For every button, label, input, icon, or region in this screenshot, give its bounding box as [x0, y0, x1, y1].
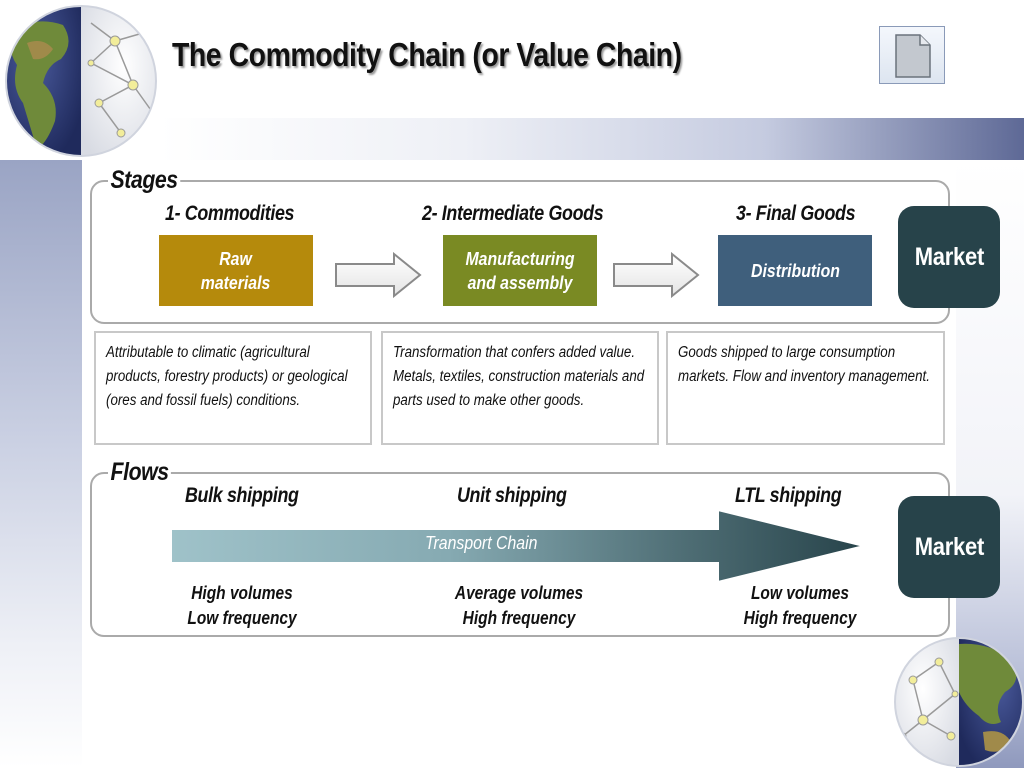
flow-heading-bulk: Bulk shipping [185, 484, 299, 507]
flow-note-bulk: High volumes Low frequency [165, 581, 320, 631]
flow-heading-unit: Unit shipping [457, 484, 567, 507]
globe-icon [894, 637, 1024, 767]
flow-note-bulk-frequency: Low frequency [187, 608, 297, 628]
manufacturing-box: Manufacturing and assembly [443, 235, 597, 306]
flow-note-unit-volume: Average volumes [454, 583, 584, 603]
description-intermediate: Transformation that confers added value.… [393, 344, 645, 409]
arrow-right-icon [335, 252, 422, 298]
transport-chain-label: Transport Chain [425, 533, 538, 553]
raw-materials-box: Raw materials [159, 235, 313, 306]
description-box-commodities: Attributable to climatic (agricultural p… [94, 331, 372, 445]
distribution-label: Distribution [750, 260, 840, 281]
arrow-right-icon [613, 252, 700, 298]
description-box-final: Goods shipped to large consumption marke… [666, 331, 945, 445]
document-icon [895, 34, 931, 78]
description-box-intermediate: Transformation that confers added value.… [381, 331, 659, 445]
left-background-band [0, 160, 82, 768]
flow-note-ltl-frequency: High frequency [743, 608, 857, 628]
flow-heading-ltl: LTL shipping [735, 484, 842, 507]
market-label: Market [914, 242, 984, 271]
flows-label: Flows [108, 458, 172, 487]
market-box-flows[interactable]: Market [898, 496, 1000, 598]
stage-heading-intermediate-goods: 2- Intermediate Goods [422, 202, 604, 225]
stages-label: Stages [108, 166, 181, 195]
flow-note-ltl: Low volumes High frequency [723, 581, 878, 631]
flow-note-ltl-volume: Low volumes [750, 583, 850, 603]
page-title: The Commodity Chain (or Value Chain) [172, 36, 682, 73]
raw-materials-label: Raw materials [201, 248, 271, 293]
market-label: Market [914, 532, 984, 561]
market-box-stages[interactable]: Market [898, 206, 1000, 308]
flow-note-unit: Average volumes High frequency [442, 581, 597, 631]
stage-heading-commodities: 1- Commodities [165, 202, 295, 225]
flow-note-bulk-volume: High volumes [191, 583, 293, 603]
stage-heading-final-goods: 3- Final Goods [736, 202, 856, 225]
transport-chain-arrow [170, 508, 865, 584]
distribution-box: Distribution [718, 235, 872, 306]
document-button[interactable] [879, 26, 945, 84]
header-gradient-bar [160, 118, 1024, 160]
globe-icon [5, 5, 157, 157]
description-final: Goods shipped to large consumption marke… [678, 344, 930, 385]
flow-note-unit-frequency: High frequency [462, 608, 576, 628]
description-commodities: Attributable to climatic (agricultural p… [106, 344, 348, 409]
manufacturing-label: Manufacturing and assembly [465, 248, 575, 293]
